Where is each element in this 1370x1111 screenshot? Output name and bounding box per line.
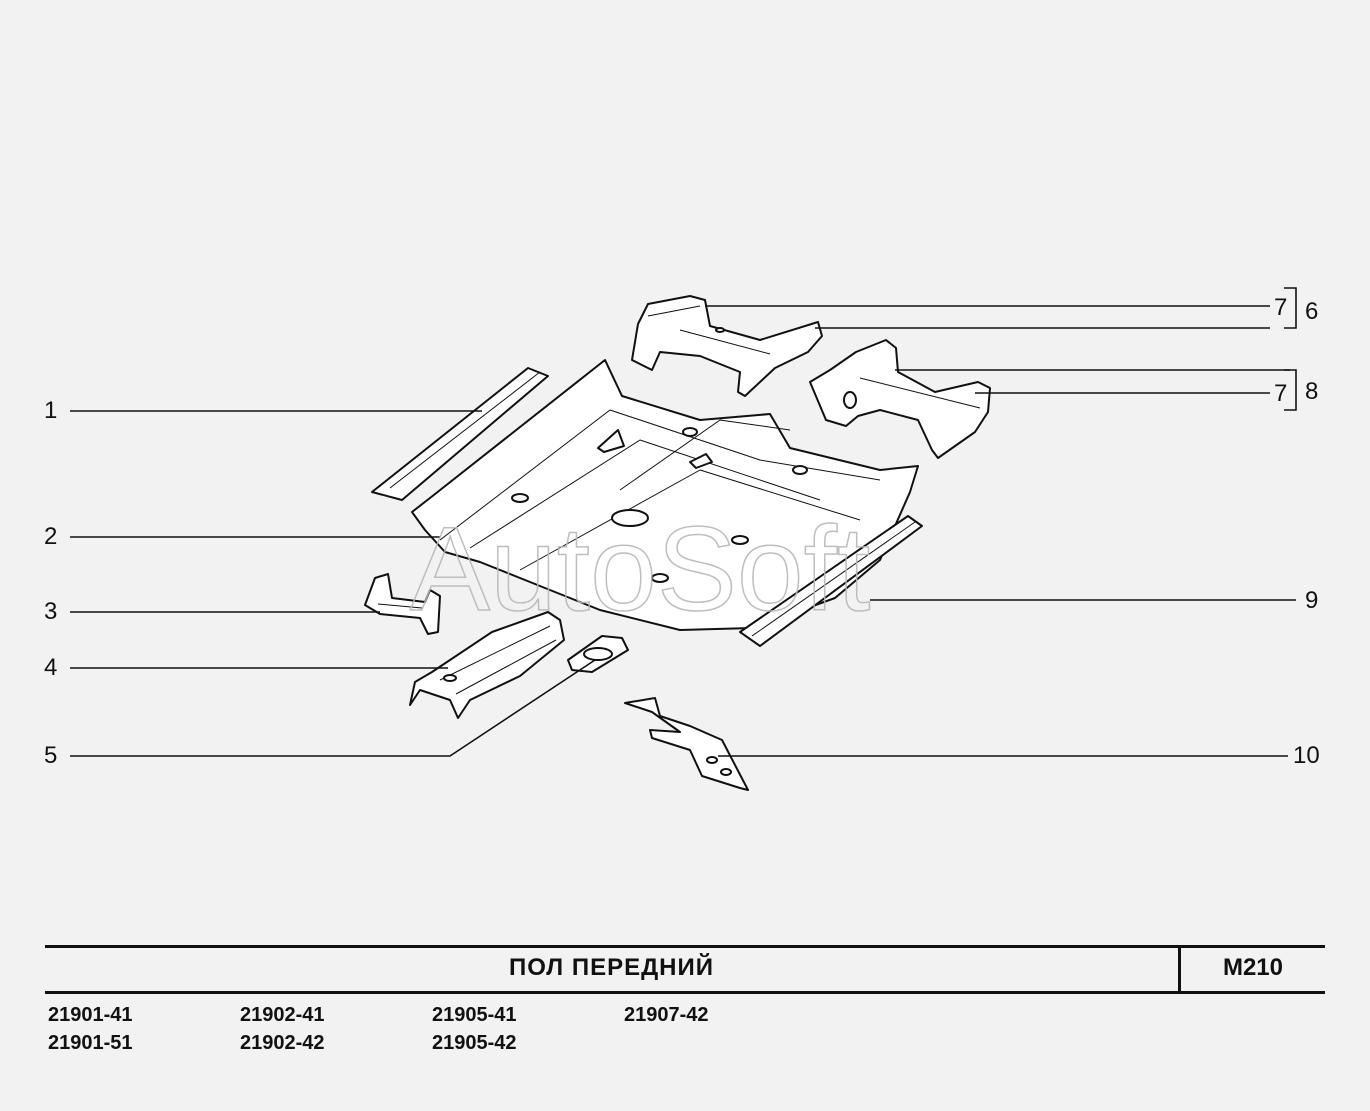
model-code: 21902-41 (240, 1004, 325, 1026)
parts-diagram: AutoSoft 1 2 3 4 5 7 6 7 8 9 10 (44, 287, 1320, 791)
model-code: 21901-41 (48, 1004, 133, 1026)
callout-6: 6 (1305, 298, 1319, 325)
title-bar: ПОЛ ПЕРЕДНИЙ M210 (45, 945, 1325, 994)
floor-assembly-drawing: AutoSoft (70, 287, 1297, 791)
model-code: 21901-51 (48, 1032, 133, 1054)
callout-10: 10 (1293, 742, 1320, 769)
watermark-text: AutoSoft (410, 502, 870, 636)
callout-1: 1 (44, 397, 58, 424)
page-title: ПОЛ ПЕРЕДНИЙ (508, 954, 715, 981)
callout-5: 5 (44, 742, 58, 769)
footer: ПОЛ ПЕРЕДНИЙ M210 21901-41 21902-41 2190… (45, 945, 1325, 1064)
callout-3: 3 (44, 598, 58, 625)
part-10-bracket (624, 697, 749, 791)
part-3-bracket (364, 573, 441, 635)
model-code: 21907-42 (624, 1004, 709, 1026)
callout-4: 4 (44, 654, 58, 681)
model-code: 21905-42 (432, 1032, 517, 1054)
callout-2: 2 (44, 523, 58, 550)
section-code: M210 (1222, 954, 1284, 981)
callout-7-lower: 7 (1274, 380, 1288, 407)
callout-7-upper: 7 (1274, 294, 1288, 321)
model-code: 21902-42 (240, 1032, 325, 1054)
part-2-floor-panel (411, 359, 919, 631)
model-code: 21905-41 (432, 1004, 517, 1026)
part-8-crossmember (809, 339, 991, 459)
callout-8: 8 (1305, 378, 1319, 405)
model-list: 21901-41 21902-41 21905-41 21907-42 2190… (45, 994, 1325, 1064)
callout-9: 9 (1305, 587, 1319, 614)
part-6-crossmember (631, 295, 823, 397)
title-divider (1178, 948, 1181, 991)
